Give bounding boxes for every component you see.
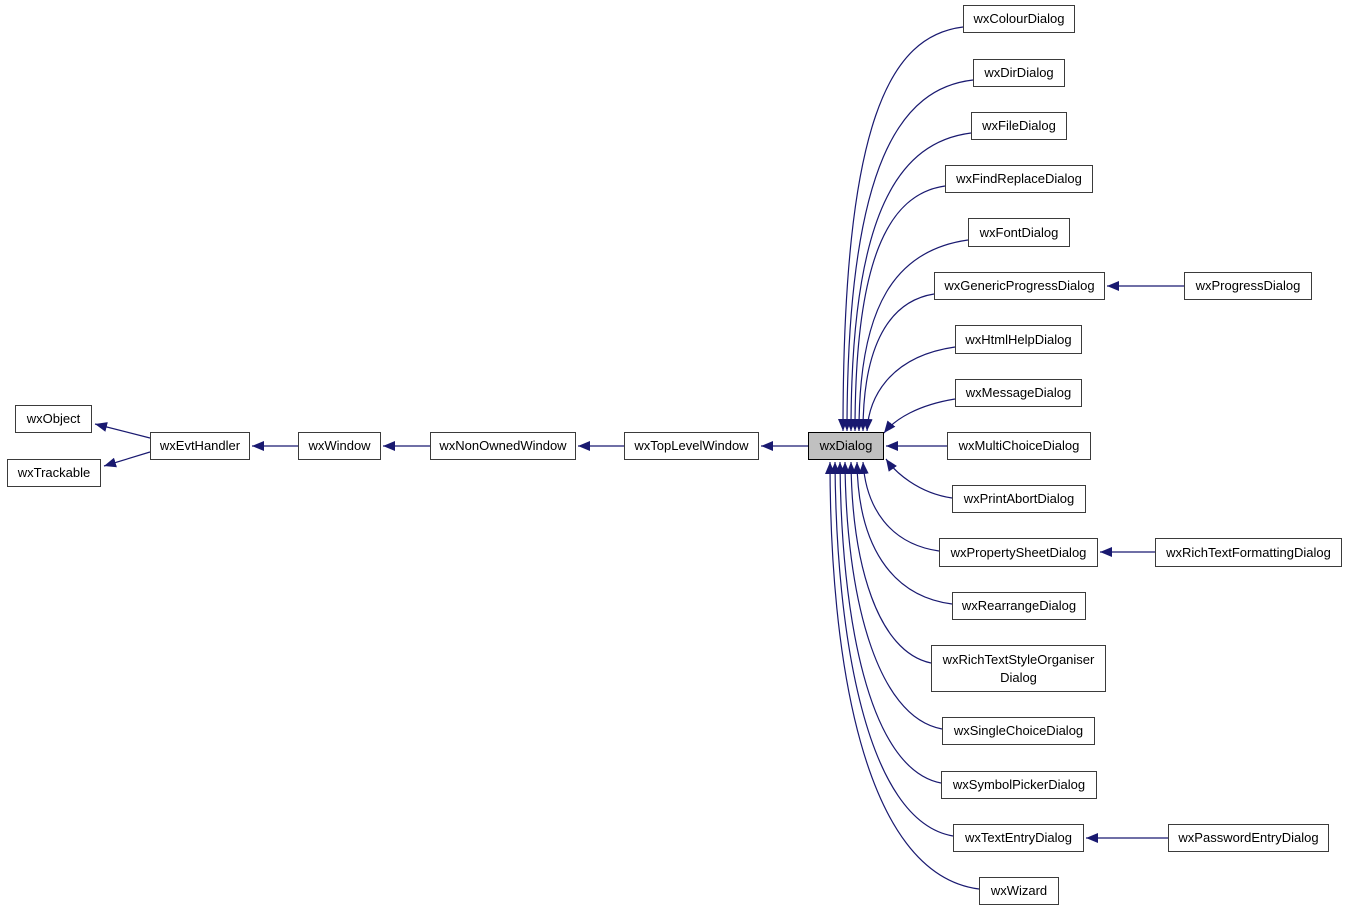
edge-wxMessageDialog-wxDialog xyxy=(883,398,956,434)
edge-wxGenericProgressDialog-wxDialog xyxy=(858,293,935,432)
node-wxHtmlHelpDialog[interactable]: wxHtmlHelpDialog xyxy=(955,325,1082,354)
node-wxSingleChoiceDialog[interactable]: wxSingleChoiceDialog xyxy=(942,717,1095,745)
node-wxRearrangeDialog[interactable]: wxRearrangeDialog xyxy=(952,592,1086,620)
node-wxTopLevelWindow[interactable]: wxTopLevelWindow xyxy=(624,432,759,460)
node-wxPrintAbortDialog[interactable]: wxPrintAbortDialog xyxy=(952,485,1086,513)
node-wxNonOwnedWindow[interactable]: wxNonOwnedWindow xyxy=(430,432,576,460)
node-wxRichTextFormattingDialog[interactable]: wxRichTextFormattingDialog xyxy=(1155,538,1342,567)
edge-wxWizard-wxDialog xyxy=(825,461,980,890)
edge-wxRearrangeDialog-wxDialog xyxy=(852,461,953,605)
node-wxMultiChoiceDialog[interactable]: wxMultiChoiceDialog xyxy=(947,432,1091,460)
edge-wxRichTextStyleOrganiserDialog-wxDialog xyxy=(846,461,932,664)
node-wxWindow[interactable]: wxWindow xyxy=(298,432,381,460)
node-wxTextEntryDialog[interactable]: wxTextEntryDialog xyxy=(953,824,1084,852)
edge-wxTextEntryDialog-wxDialog xyxy=(830,461,954,837)
node-wxWizard[interactable]: wxWizard xyxy=(979,877,1059,905)
edge-wxFindReplaceDialog-wxDialog xyxy=(850,185,946,432)
node-wxFindReplaceDialog[interactable]: wxFindReplaceDialog xyxy=(945,165,1093,193)
edge-wxEvtHandler-wxObject xyxy=(94,422,151,439)
node-wxEvtHandler[interactable]: wxEvtHandler xyxy=(150,432,250,460)
edge-wxFileDialog-wxDialog xyxy=(846,132,972,432)
edge-wxPropertySheetDialog-wxDialog xyxy=(858,461,940,552)
node-wxMessageDialog[interactable]: wxMessageDialog xyxy=(955,379,1082,407)
edge-wxEvtHandler-wxTrackable xyxy=(103,451,151,468)
edge-wxSingleChoiceDialog-wxDialog xyxy=(840,461,943,730)
node-wxPropertySheetDialog[interactable]: wxPropertySheetDialog xyxy=(939,538,1098,567)
edge-wxFontDialog-wxDialog xyxy=(854,239,969,432)
node-wxPasswordEntryDialog[interactable]: wxPasswordEntryDialog xyxy=(1168,824,1329,852)
node-wxProgressDialog[interactable]: wxProgressDialog xyxy=(1184,272,1312,300)
node-wxTrackable[interactable]: wxTrackable xyxy=(7,459,101,487)
node-wxGenericProgressDialog[interactable]: wxGenericProgressDialog xyxy=(934,272,1105,300)
edge-wxDirDialog-wxDialog xyxy=(842,79,974,432)
node-label-line2: Dialog xyxy=(1000,669,1037,685)
node-label-line1: wxRichTextStyleOrganiser xyxy=(942,651,1095,667)
edge-wxHtmlHelpDialog-wxDialog xyxy=(862,346,956,432)
node-wxFontDialog[interactable]: wxFontDialog xyxy=(968,218,1070,247)
edge-wxPrintAbortDialog-wxDialog xyxy=(885,458,953,499)
edge-wxColourDialog-wxDialog xyxy=(838,26,964,432)
node-wxColourDialog[interactable]: wxColourDialog xyxy=(963,5,1075,33)
node-wxObject[interactable]: wxObject xyxy=(15,405,92,433)
node-wxRichTextStyleOrganiserDialog[interactable]: wxRichTextStyleOrganiser Dialog xyxy=(931,645,1106,692)
node-wxDirDialog[interactable]: wxDirDialog xyxy=(973,59,1065,87)
edge-wxSymbolPickerDialog-wxDialog xyxy=(835,461,942,784)
node-wxSymbolPickerDialog[interactable]: wxSymbolPickerDialog xyxy=(941,771,1097,799)
node-wxFileDialog[interactable]: wxFileDialog xyxy=(971,112,1067,140)
node-wxDialog-current: wxDialog xyxy=(808,432,884,460)
